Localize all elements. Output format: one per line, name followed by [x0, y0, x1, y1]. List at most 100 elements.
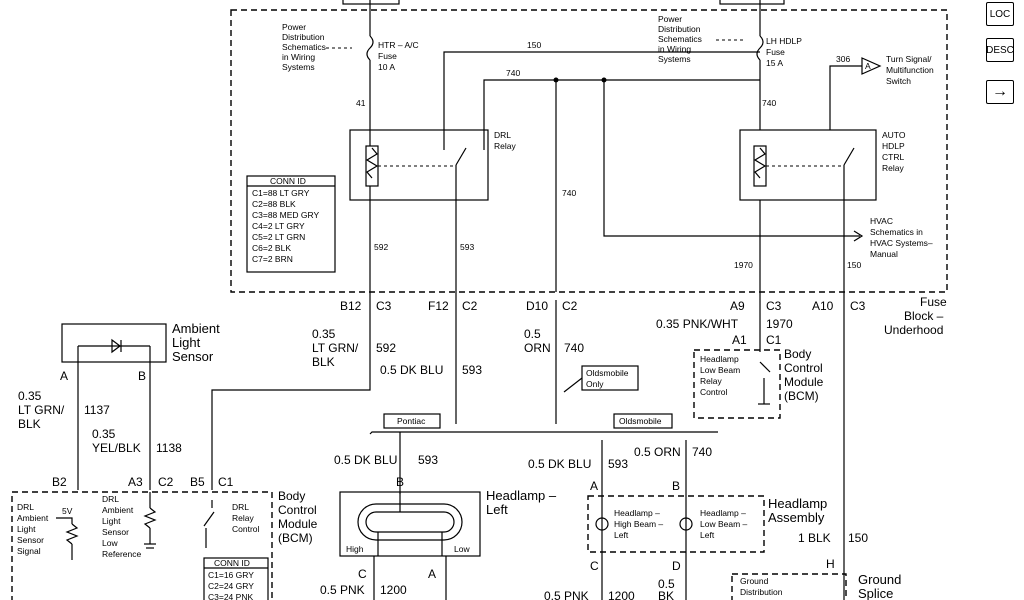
wire-740-right: 740 — [762, 98, 776, 108]
conn-top-row: C4=2 LT GRY — [252, 221, 305, 231]
ambient-lbl-2: Light — [172, 335, 201, 350]
w1138-b: YEL/BLK — [92, 441, 141, 455]
psd-right-1: Power — [658, 14, 682, 24]
w1137-c: BLK — [18, 417, 41, 431]
ha-high: High Beam – — [614, 519, 663, 529]
bcm-r-lbl: Control — [784, 361, 823, 375]
gnd-gd-1: Ground — [740, 576, 769, 586]
bcm-l-relay: DRL — [232, 502, 249, 512]
bcm-l-low: Low — [102, 538, 118, 548]
lh-hdlp-fuse-group: Power Distribution Schematics in Wiring … — [658, 0, 802, 130]
psd-right-5: Systems — [658, 54, 691, 64]
bcm-l-b2: B2 — [52, 475, 67, 489]
olds-tag — [613, 413, 673, 429]
bcm-r-lbl: (BCM) — [784, 389, 819, 403]
conn-top-row: C6=2 BLK — [252, 243, 291, 253]
turn-label-1: Turn Signal/ — [886, 54, 932, 64]
psd-right-3: Schematics — [658, 34, 702, 44]
fuse-block-2: Block – — [904, 309, 944, 323]
bcm-r-lbl: Module — [784, 375, 824, 389]
hvac-1: HVAC — [870, 216, 893, 226]
pontiac-label: Pontiac — [397, 416, 426, 426]
turn-conn-a: A — [865, 61, 871, 71]
ambient-lbl-3: Sensor — [172, 349, 214, 364]
bcm-l-low: Light — [102, 516, 121, 526]
turn-label-2: Multifunction — [886, 65, 934, 75]
wire-150-top: 150 — [527, 40, 541, 50]
conn-bot-row: C3=24 PNK — [208, 592, 253, 600]
bcm-l-a3: A3 — [128, 475, 143, 489]
bcm-l-lbl: (BCM) — [278, 531, 313, 545]
ha-label-1: Headlamp — [768, 496, 827, 511]
htr-fuse-1: HTR – A/C — [378, 40, 419, 50]
ambient-a: A — [60, 369, 68, 383]
hl-label-1: Headlamp – — [486, 488, 557, 503]
bcm-left-box — [11, 491, 273, 600]
bcm-l-5v: 5V — [62, 506, 73, 516]
w1138-n: 1138 — [156, 441, 182, 455]
conn-top-row: C1=88 LT GRY — [252, 188, 310, 198]
bcm-l-amb: DRL — [17, 502, 34, 512]
hvac-2: Schematics in — [870, 227, 923, 237]
gnd-wire: 1 BLK — [798, 531, 831, 545]
bcm-l-c1: C1 — [218, 475, 234, 489]
hl-a: A — [428, 567, 436, 581]
conn-bot-row: C2=24 GRY — [208, 581, 254, 591]
fuse-block-3: Underhood — [884, 323, 943, 337]
bcm-l-lbl: Module — [278, 517, 318, 531]
psd-right-2: Distribution — [658, 24, 701, 34]
hdlp-fuse-3: 15 A — [766, 58, 783, 68]
wire-1970-top: 1970 — [734, 260, 753, 270]
ambient-b: B — [138, 369, 146, 383]
ha-high: Left — [614, 530, 629, 540]
pontiac-tag — [383, 413, 441, 429]
w740-b: ORN — [524, 341, 551, 355]
next-arrow-icon[interactable]: → — [986, 80, 1014, 104]
conn-id-table-top: CONN ID C1=88 LT GRY C2=88 BLK C3=88 MED… — [246, 175, 336, 273]
bcm-l-low: Ambient — [102, 505, 134, 515]
loc-text: LOC — [989, 8, 1011, 20]
location-icon[interactable]: LOC — [986, 2, 1014, 26]
wire-150-right: 150 — [847, 260, 861, 270]
ha-a: A — [590, 479, 598, 493]
ambient-light-sensor — [61, 323, 167, 363]
pin-f12: F12 — [428, 299, 449, 313]
description-icon[interactable]: DESC — [986, 38, 1014, 62]
w1138-a: 0.35 — [92, 427, 116, 441]
pin-c3a: C3 — [376, 299, 392, 313]
hl-low: Low — [454, 544, 470, 554]
auto-hdlp-relay: AUTO HDLP CTRL Relay — [739, 129, 906, 201]
wire-592-top: 592 — [374, 242, 388, 252]
conn-top-row: C2=88 BLK — [252, 199, 296, 209]
ground-distribution-box — [731, 573, 847, 600]
turn-signal-connector — [861, 57, 882, 75]
bcm-right-box — [693, 349, 781, 419]
ha-wire2: 0.5 ORN — [634, 445, 681, 459]
ha-b: B — [672, 479, 680, 493]
bcm-r-inner: Low Beam — [700, 365, 740, 375]
w593-n: 593 — [462, 363, 482, 377]
htr-fuse-3: 10 A — [378, 62, 395, 72]
hl-c: C — [358, 567, 367, 581]
gnd-h: H — [826, 557, 835, 571]
psd-left-2: Distribution — [282, 32, 325, 42]
bcm-l-low: Reference — [102, 549, 141, 559]
conn-bot-title: CONN ID — [214, 558, 250, 568]
pin-c2a: C2 — [462, 299, 478, 313]
gnd-label-1: Ground — [858, 572, 901, 587]
psd-right-4: in Wiring — [658, 44, 691, 54]
bcm-l-lbl: Body — [278, 489, 305, 503]
headlamp-assembly — [587, 495, 765, 553]
gnd-wire-n: 150 — [848, 531, 868, 545]
wire-593-top: 593 — [460, 242, 474, 252]
desc-text: DESC — [986, 44, 1014, 56]
w592-c: BLK — [312, 355, 335, 369]
bcm-r-lbl: Body — [784, 347, 811, 361]
bcm-l-amb: Signal — [17, 546, 41, 556]
ha-bot1: 0.5 PNK — [544, 589, 589, 600]
hdlp-fuse-1: LH HDLP — [766, 36, 802, 46]
bcm-l-amb: Light — [17, 524, 36, 534]
w1137-n: 1137 — [84, 403, 110, 417]
hvac-3: HVAC Systems– — [870, 238, 933, 248]
